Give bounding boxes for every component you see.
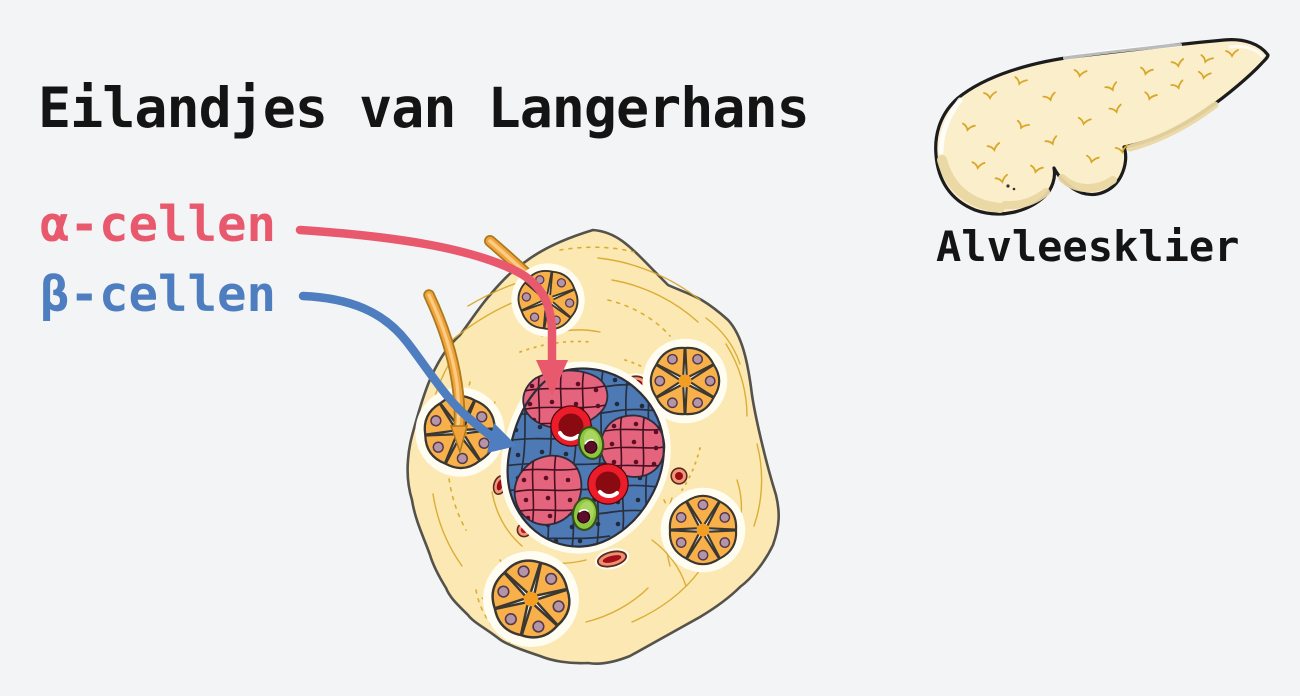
alpha-cell-region [513, 369, 666, 526]
delta-cell [577, 426, 605, 460]
pancreas-label: Alvleesklier [936, 222, 1240, 271]
duct-lower [423, 289, 468, 455]
alpha-cells-label: α-cellen [40, 196, 277, 253]
beta-cells-arrow [298, 291, 517, 453]
page-title: Eilandjes van Langerhans [38, 76, 810, 140]
alpha-cells-arrow [295, 225, 568, 396]
red-blood-cell [587, 463, 629, 505]
beta-cells-label: β-cellen [40, 266, 277, 323]
red-blood-cell [550, 405, 592, 447]
islet-of-langerhans [500, 361, 671, 554]
delta-cell [571, 496, 599, 532]
pancreatic-tissue-section [401, 228, 780, 665]
pancreas-illustration [934, 38, 1270, 216]
